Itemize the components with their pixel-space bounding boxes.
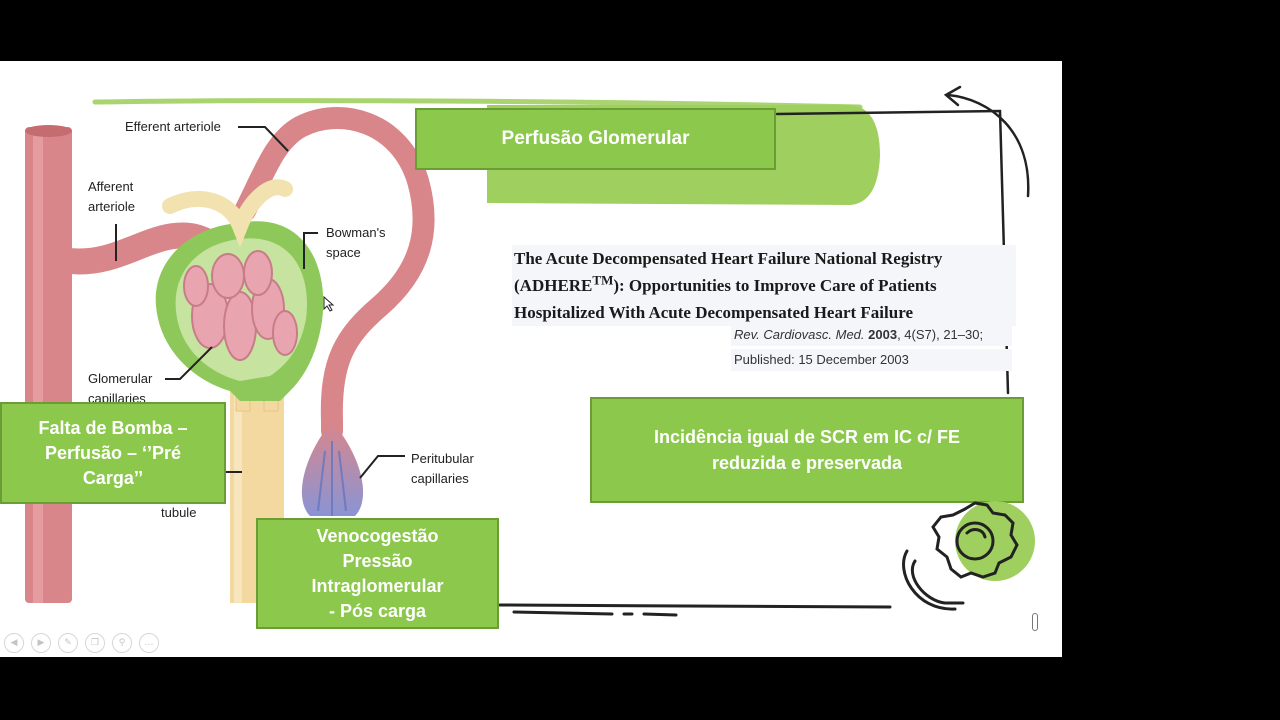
curved-arrow-head xyxy=(943,85,962,107)
scroll-handle-icon[interactable] xyxy=(1032,613,1038,631)
leader-lines xyxy=(115,126,405,479)
reference-journal: Rev. Cardiovasc. Med. xyxy=(734,327,865,342)
zoom-icon[interactable]: ⚲ xyxy=(112,633,132,653)
label-bowmans-space: Bowman's space xyxy=(326,225,386,260)
box-venocongestao: Venocogestão Pressão Intraglomerular - P… xyxy=(256,518,499,629)
label-peritubular-capillaries: Peritubular capillaries xyxy=(411,451,474,486)
top-green-stroke xyxy=(92,98,863,110)
reference-citation: Rev. Cardiovasc. Med. 2003, 4(S7), 21–30… xyxy=(731,324,1012,346)
prev-icon[interactable]: ◀ xyxy=(4,633,24,653)
slide: Efferent arteriole Afferent arteriole Bo… xyxy=(0,61,1062,657)
reference-title-sup: TM xyxy=(592,272,614,288)
reference-year: 2003 xyxy=(868,327,898,342)
reference-title-pre: The Acute Decompensated Heart Failure Na… xyxy=(514,249,943,295)
next-icon[interactable]: ▶ xyxy=(31,633,51,653)
cursor-icon xyxy=(323,296,335,312)
reference-title-post: ): Opportunities to Improve Care of Pati… xyxy=(514,276,937,322)
box-incidencia: Incidência igual de SCR em IC c/ FE redu… xyxy=(590,397,1024,503)
box-perfusao-glomerular: Perfusão Glomerular xyxy=(415,108,776,170)
label-efferent-arteriole: Efferent arteriole xyxy=(125,119,221,134)
reference-published: Published: 15 December 2003 xyxy=(731,349,1012,371)
box-falta-de-bomba: Falta de Bomba – Perfusão – ‘’Pré Carga’… xyxy=(0,402,226,504)
peritubular-capillaries-shape xyxy=(301,421,364,516)
reference-title: The Acute Decompensated Heart Failure Na… xyxy=(512,245,1016,326)
pen-icon[interactable]: ✎ xyxy=(58,633,78,653)
presentation-toolbar: ◀ ▶ ✎ ❐ ⚲ … xyxy=(4,633,159,653)
glomerulus xyxy=(162,179,298,361)
reference-volume: , 4(S7), 21–30; xyxy=(897,327,984,342)
more-icon[interactable]: … xyxy=(139,633,159,653)
curved-arrow xyxy=(946,93,1030,198)
copy-icon[interactable]: ❐ xyxy=(85,633,105,653)
label-afferent-arteriole: Afferent arteriole xyxy=(88,179,135,214)
efferent-arteriole xyxy=(234,107,435,442)
main-vessel xyxy=(25,125,72,603)
bottom-connector-line xyxy=(498,603,892,609)
label-tubule: tubule xyxy=(161,505,197,520)
bottom-dashes xyxy=(512,610,678,617)
gear-icon xyxy=(902,501,1035,611)
